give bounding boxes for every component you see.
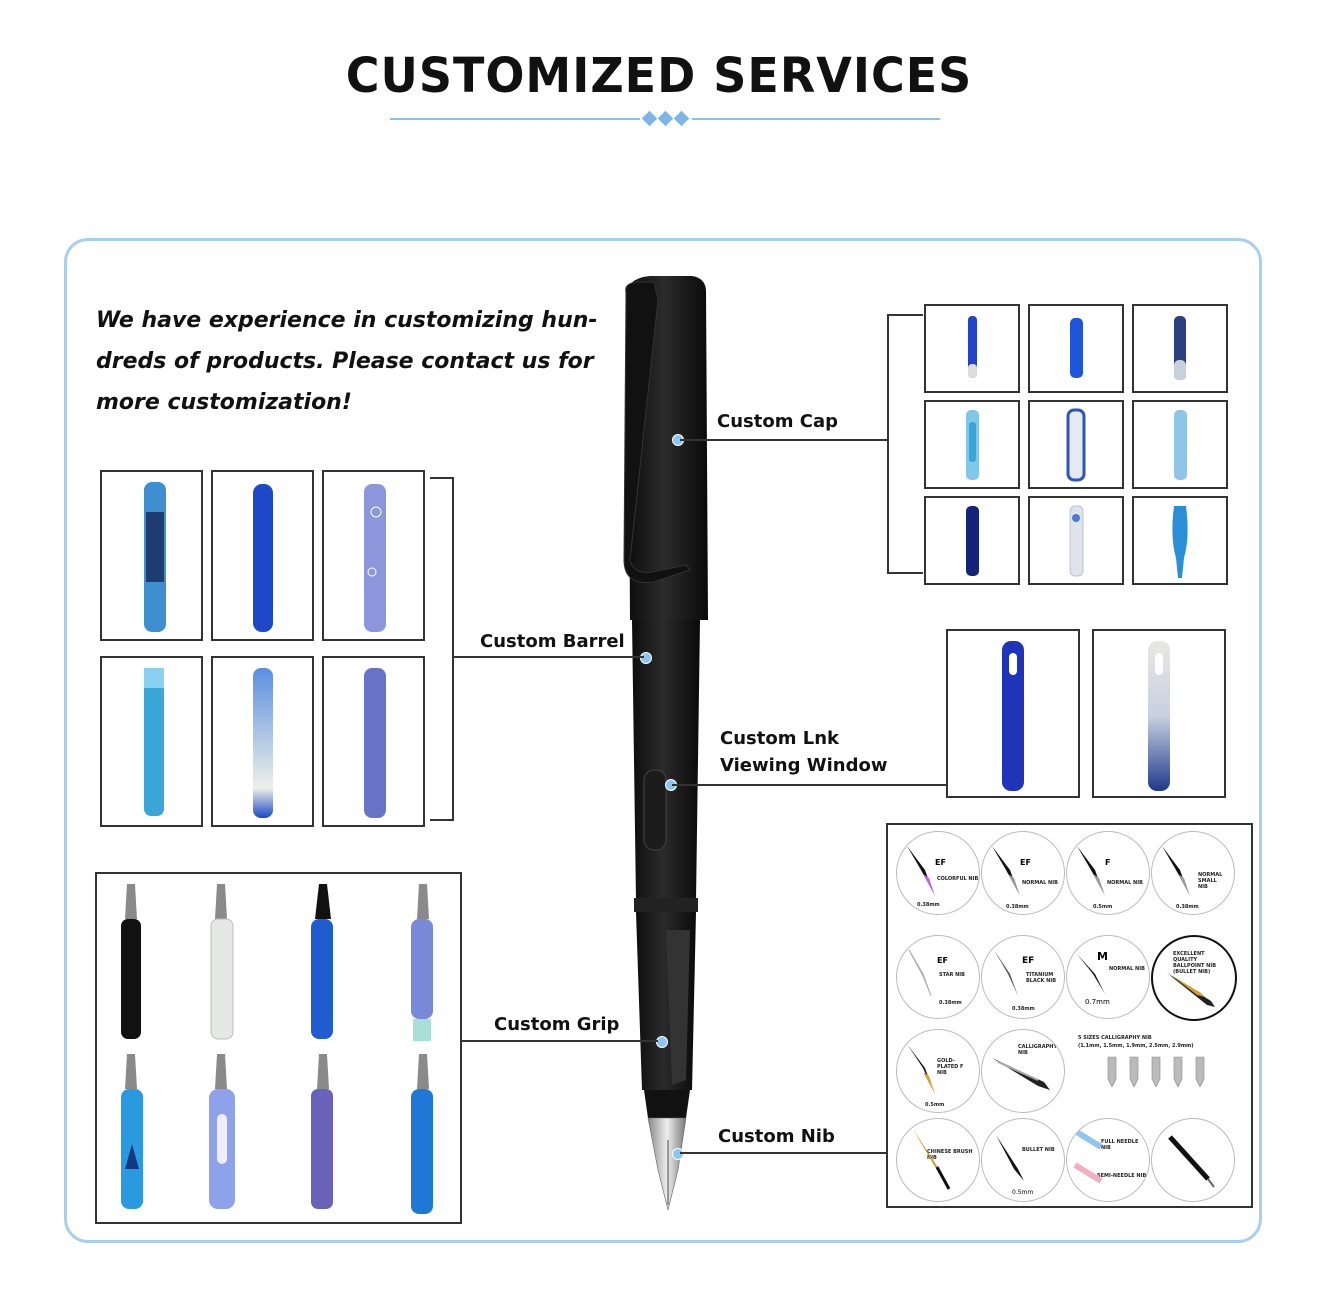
barrel-connector [452,656,644,658]
barrel-marker [640,652,652,664]
cap-sample [924,304,1020,393]
grip-sample [210,884,234,1040]
window-connector [672,784,948,786]
nib-option: EF COLORFUL NIB 0.38mm [896,831,980,915]
intro-line: more customization! [96,390,352,415]
grip-label: Custom Grip [494,1014,620,1035]
nib-option: EXCELLENT QUALITY BALLPOINT NIB (BULLET … [1151,935,1237,1021]
calligraphy-note: (1.1mm, 1.5mm, 1.9mm, 2.5mm, 2.9mm) [1078,1043,1194,1049]
cap-sample [1028,304,1124,393]
grip-sample [121,884,141,1039]
barrel-sample [322,656,425,827]
cap-connector [680,439,888,441]
grip-sample [121,1054,143,1209]
cap-sample [924,400,1020,489]
window-label-line2: Viewing Window [720,755,888,776]
intro-line: We have experience in customizing hun- [96,308,598,333]
nib-option: CHINESE BRUSH NIB [896,1118,980,1202]
diamond-icon [641,110,658,127]
nib-option: GOLD-PLATED F NIB 0.5mm [896,1029,980,1113]
barrel-sample [211,470,314,641]
cap-sample [1028,400,1124,489]
calligraphy-note: 5 SIZES CALLIGRAPHY NIB [1078,1035,1152,1041]
window-label-line1: Custom Lnk [720,728,839,749]
nib-option: M NORMAL NIB 0.7mm [1066,935,1150,1019]
cap-sample [1132,400,1228,489]
nib-option: FULL NEEDLE NIB SEMI-NEEDLE NIB [1066,1118,1150,1202]
grip-sample [411,884,433,1041]
cap-sample [1028,496,1124,585]
nib-option: NORMAL SMALL NIB 0.38mm [1151,831,1235,915]
cap-sample [924,496,1020,585]
grip-sample [209,1054,235,1209]
nib-option [1151,1118,1235,1202]
nib-option: EF TITANIUM BLACK NIB 0.38mm [981,935,1065,1019]
nib-connector [680,1152,888,1154]
window-sample [946,629,1080,798]
nib-label: Custom Nib [718,1126,835,1147]
barrel-sample [211,656,314,827]
cap-bracket-bottom [887,572,923,574]
grip-connector [462,1040,658,1042]
barrel-sample [100,656,203,827]
cap-sample [1132,496,1228,585]
window-sample [1092,629,1226,798]
intro-text: We have experience in customizing hun- d… [96,300,598,423]
cap-sample [1132,304,1228,393]
diamond-icon [673,110,690,127]
barrel-sample [322,470,425,641]
barrel-bracket-top [430,477,454,479]
intro-line: dreds of products. Please contact us for [96,349,594,374]
title-rule-left [390,118,640,120]
nib-chart-panel: EF COLORFUL NIB 0.38mm EF NORMAL NIB 0.3… [886,823,1253,1208]
fountain-pen-image [623,276,708,1211]
barrel-bracket [452,477,454,821]
grip-sample [311,1054,333,1209]
cap-label: Custom Cap [717,411,838,432]
nib-option: EF NORMAL NIB 0.38mm [981,831,1065,915]
nib-option: BULLET NIB 0.5mm [981,1118,1065,1202]
diamond-icon [657,110,674,127]
barrel-label: Custom Barrel [480,631,625,652]
grip-sample [411,1054,433,1214]
cap-bracket-top [887,314,923,316]
nib-marker [672,1148,684,1160]
grip-sample [311,884,333,1039]
grip-marker [656,1036,668,1048]
grip-samples-panel [95,872,462,1224]
page-title: CUSTOMIZED SERVICES [345,46,973,104]
calligraphy-nibs-image [1107,1056,1205,1088]
barrel-sample [100,470,203,641]
nib-option: EF STAR NIB 0.38mm [896,935,980,1019]
title-rule-right [692,118,940,120]
nib-option: CALLIGRAPHY NIB [981,1029,1065,1113]
barrel-bracket-bottom [430,819,454,821]
cap-bracket [887,314,889,574]
nib-option: F NORMAL NIB 0.5mm [1066,831,1150,915]
content-frame [64,238,1262,1243]
